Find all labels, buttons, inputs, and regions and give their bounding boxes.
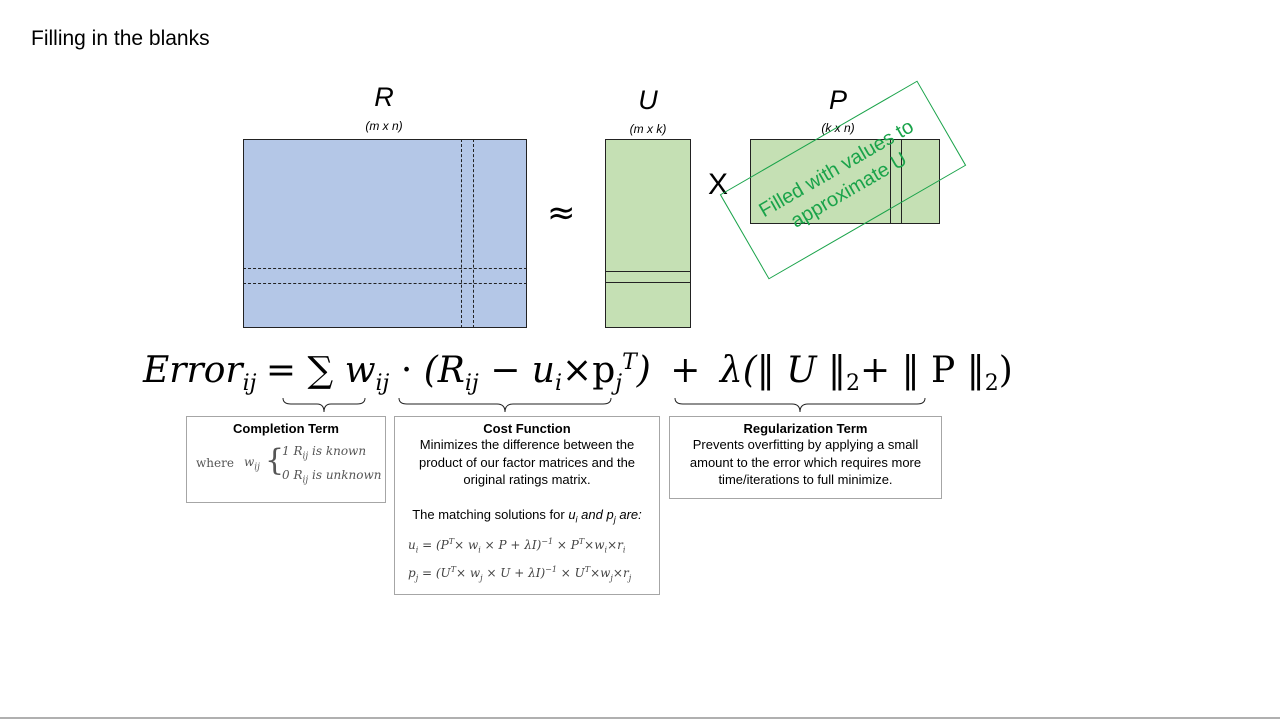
eq-cost-close: )	[636, 350, 651, 391]
cost-function-panel: Cost Function Minimizes the difference b…	[394, 416, 660, 595]
completion-case-unknown: 0 Rij is unknown	[282, 468, 382, 486]
completion-heading: Completion Term	[233, 421, 339, 436]
matrix-u	[605, 139, 691, 328]
eq-p-sup: T	[622, 350, 637, 375]
matrix-p-label: P	[828, 85, 847, 115]
cost-body: Minimizes the difference between the pro…	[418, 437, 636, 487]
times-symbol: X	[708, 168, 729, 201]
cost-heading: Cost Function	[483, 421, 571, 436]
matrix-u-dims: (m x k)	[629, 122, 667, 136]
eq-r-sub: ij	[464, 371, 479, 397]
cost-solution-p: pj = (UT× wj × U + λI)−1 × UT×wj×rj	[408, 564, 632, 583]
matrix-r-dims: (m x n)	[365, 119, 403, 133]
regularization-term-panel: Regularization Term Prevents overfitting…	[669, 416, 942, 499]
matrix-p	[750, 139, 940, 224]
cost-brace	[398, 397, 612, 413]
completion-brace-glyph: {	[265, 443, 285, 478]
slide-title: Filling in the blanks	[31, 27, 210, 50]
eq-dot: ·	[400, 350, 413, 391]
completion-cases: 1 Rij is known 0 Rij is unknown	[282, 442, 382, 491]
eq-equals: =	[265, 350, 297, 391]
matrix-r-row-guide	[243, 268, 527, 269]
eq-sum: ∑	[307, 350, 334, 391]
eq-minus-u: − u	[478, 350, 555, 391]
bottom-divider	[0, 717, 1280, 719]
eq-w: w	[344, 350, 376, 391]
eq-error: Error	[143, 350, 243, 391]
eq-close: )	[998, 350, 1013, 391]
regularization-body: Prevents overfitting by applying a small…	[689, 437, 922, 487]
completion-case-known: 1 Rij is known	[282, 444, 367, 462]
error-equation: Errorij = ∑ wij · (Rij − ui×pjT) + λ(‖ U…	[143, 350, 1013, 396]
regularization-heading: Regularization Term	[743, 421, 868, 436]
eq-norm-sub-1: 2	[846, 371, 860, 397]
matrix-r-row-guide	[243, 283, 527, 284]
eq-plus: +	[670, 350, 701, 391]
matrix-r-label: R	[374, 82, 394, 112]
cost-solution-u: ui = (PT× wi × P + λI)−1 × PT×wi×ri	[408, 536, 626, 554]
eq-mid: + ‖ P ‖	[860, 350, 985, 391]
approx-symbol: ≈	[547, 193, 576, 233]
matrix-p-column-highlight	[890, 139, 902, 224]
matrix-u-label: U	[638, 85, 658, 115]
completion-term-panel: Completion Term where wij { 1 Rij is kno…	[186, 416, 386, 503]
matrix-p-dims: (k x n)	[821, 121, 855, 135]
matrix-r	[243, 139, 527, 328]
eq-norm-sub-2: 2	[984, 371, 999, 397]
eq-u-sub: i	[555, 371, 563, 397]
eq-w-sub: ij	[375, 371, 390, 397]
eq-error-sub: ij	[242, 371, 257, 397]
eq-p-sub: j	[615, 371, 623, 397]
eq-lambda: λ(‖ U ‖	[719, 350, 846, 391]
completion-where: where	[196, 456, 234, 470]
eq-times-p: ×p	[562, 350, 616, 391]
matrix-r-column-guide	[461, 139, 462, 328]
completion-brace	[282, 397, 366, 413]
matrix-r-column-guide	[473, 139, 474, 328]
matrix-u-row-highlight	[605, 271, 691, 283]
eq-cost-open: (R	[423, 350, 465, 391]
regularization-brace	[674, 397, 926, 413]
cost-solutions-lead: The matching solutions for ui and pj are…	[412, 506, 642, 525]
completion-w: wij	[244, 455, 260, 473]
